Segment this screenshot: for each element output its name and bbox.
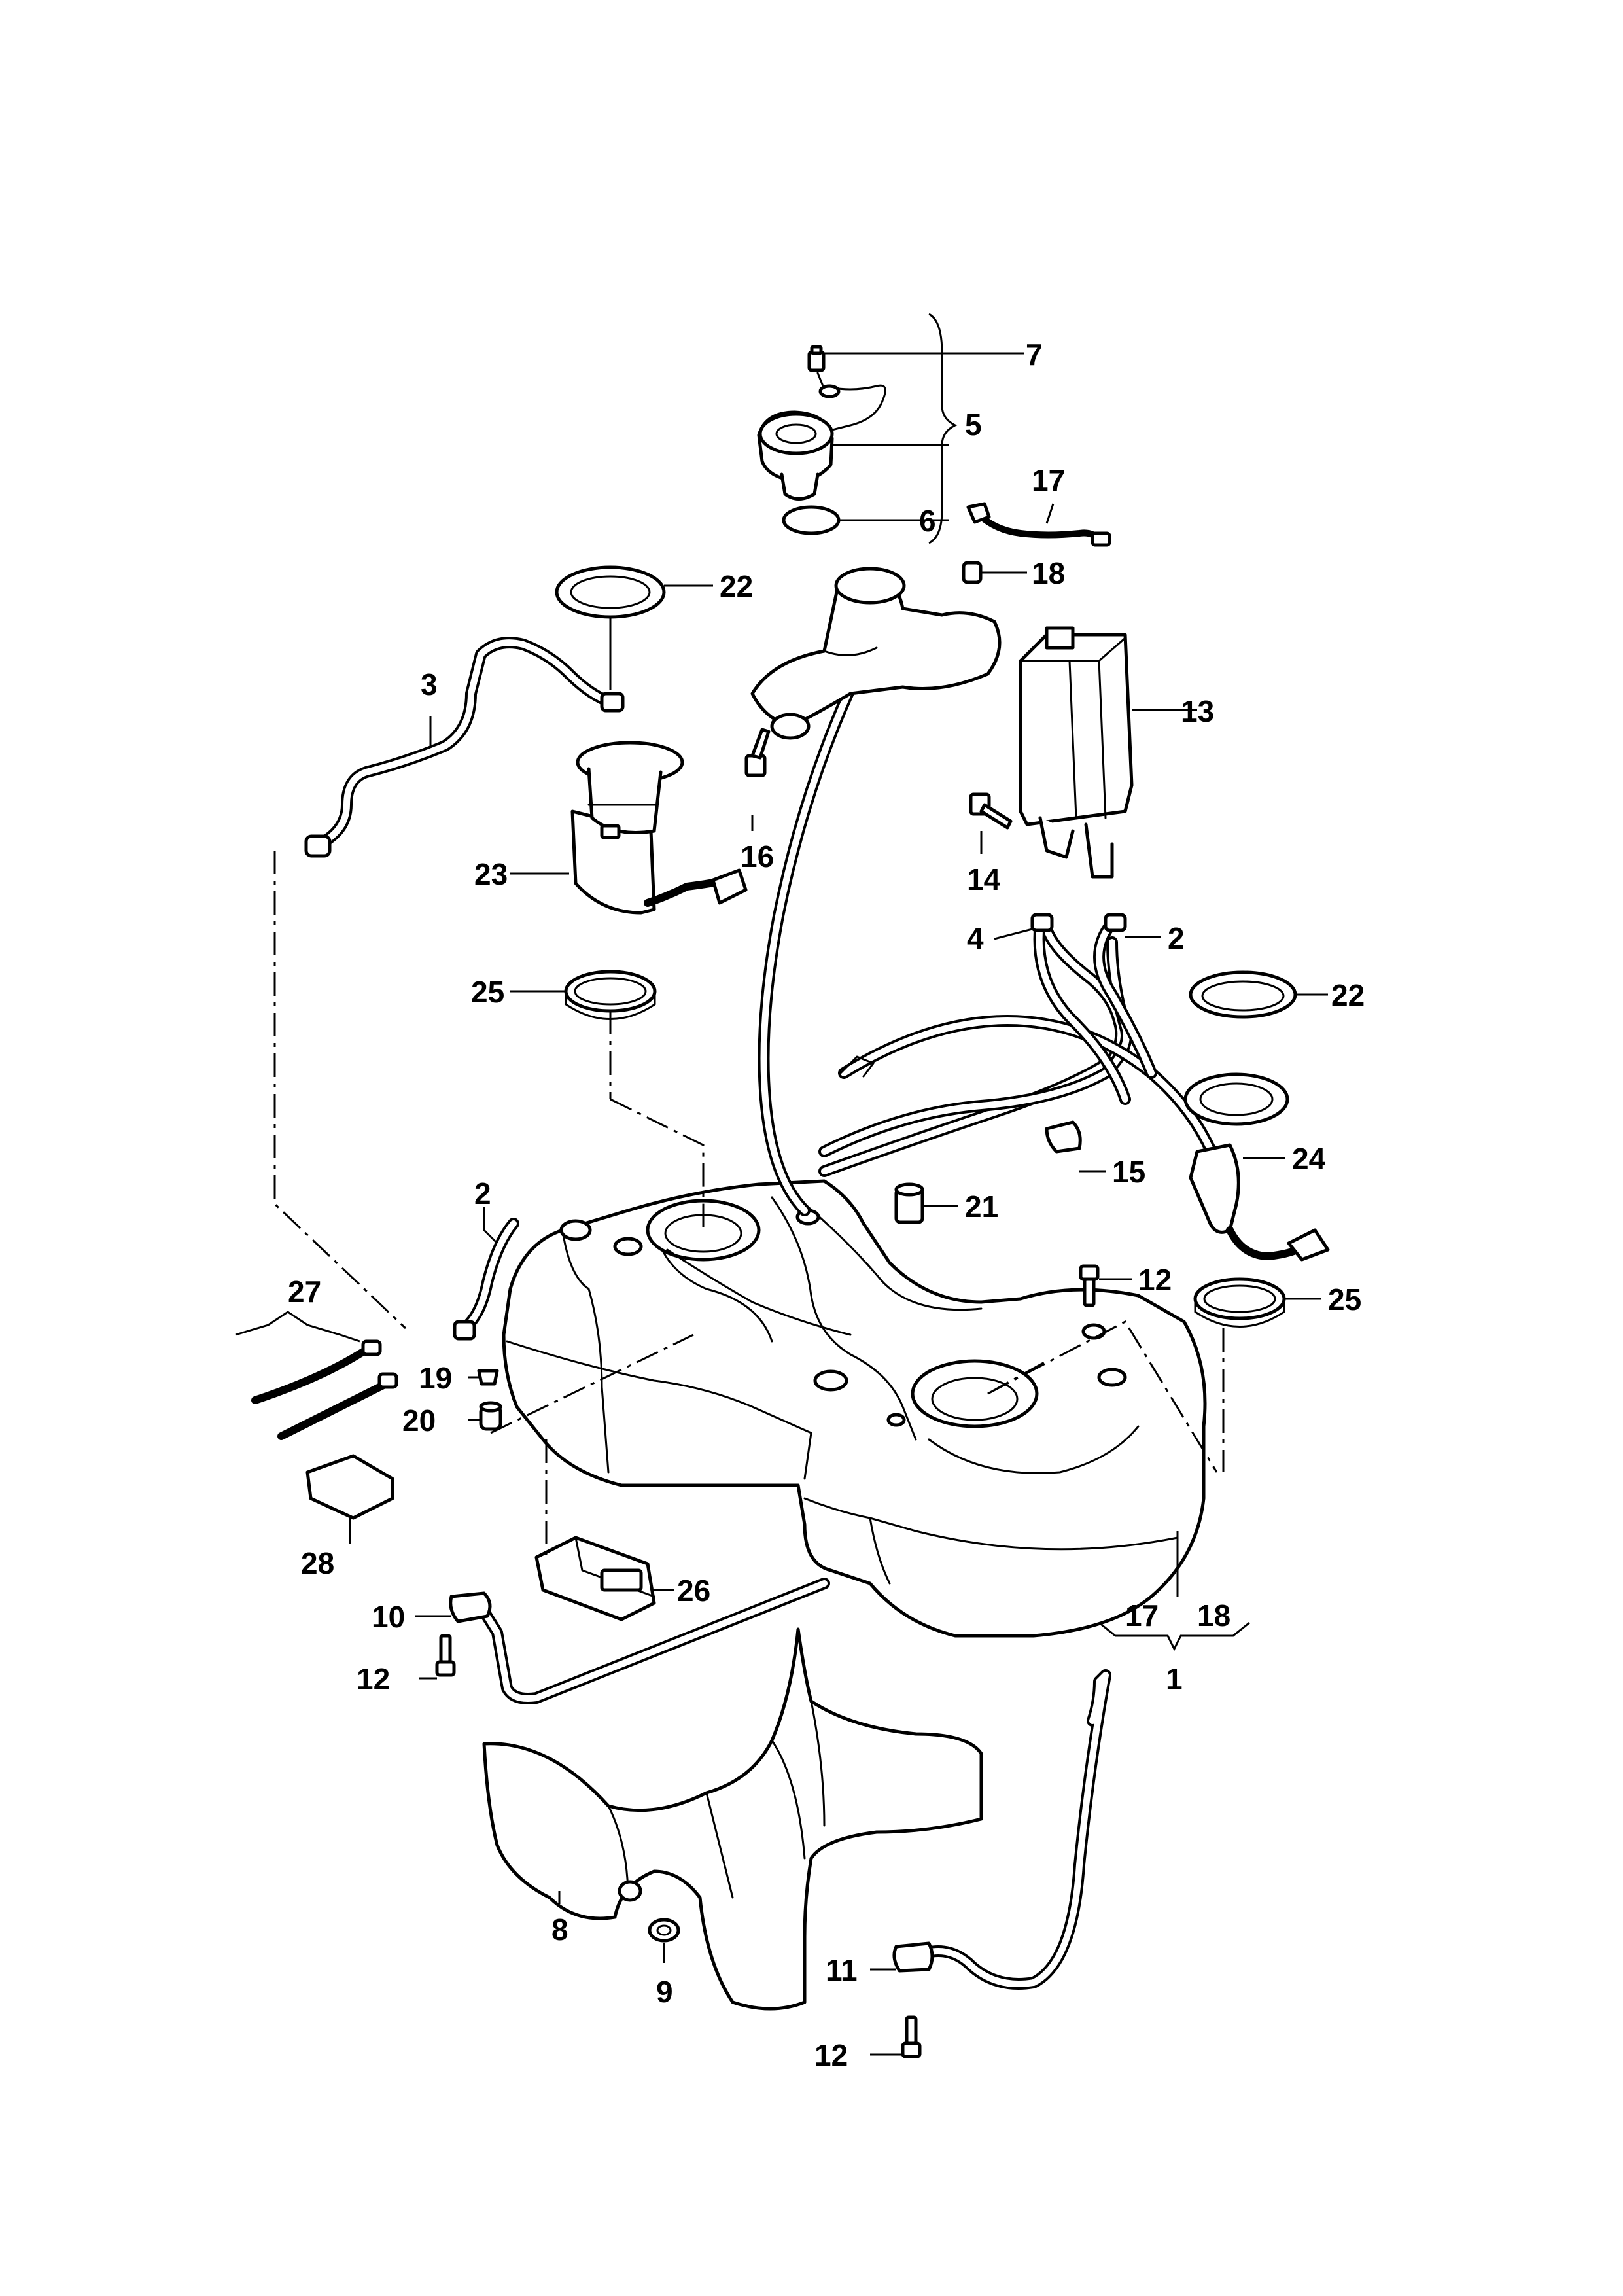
callout-12-left: 12	[357, 1662, 390, 1696]
callout-labels: 7 5 17 6 18 22 3 13 16 23 14 4 2 25 22 2…	[288, 338, 1365, 2072]
carbon-canister	[1019, 626, 1134, 879]
grommet	[962, 561, 983, 584]
fuel-cap	[757, 372, 886, 501]
leader-lines	[235, 313, 1328, 2056]
callout-26: 26	[677, 1574, 710, 1608]
callout-3: 3	[421, 667, 438, 701]
line-connector-4	[1030, 913, 1054, 932]
cap-gasket	[782, 505, 841, 535]
bolt-12-left	[435, 1634, 456, 1677]
tether-screw	[807, 345, 826, 372]
tension-strap-right	[892, 1669, 1111, 1990]
callout-16: 16	[741, 839, 774, 874]
supply-line	[304, 637, 625, 858]
callout-18: 18	[1032, 556, 1065, 590]
callout-6: 6	[919, 504, 936, 538]
filler-bolt	[744, 728, 771, 777]
callout-19: 19	[419, 1361, 452, 1395]
callout-2: 2	[1168, 921, 1185, 955]
callout-28: 28	[301, 1546, 334, 1580]
washer	[648, 1918, 680, 1943]
callout-23: 23	[474, 857, 508, 891]
ground-strap	[966, 502, 1111, 547]
cap-21	[894, 1182, 924, 1224]
callout-9: 9	[656, 1975, 673, 2009]
callout-12: 12	[1138, 1263, 1172, 1297]
callout-20: 20	[402, 1404, 436, 1438]
callout-27: 27	[288, 1275, 321, 1309]
filler-neck	[750, 567, 1002, 1216]
line-connector-2-left	[453, 1320, 476, 1341]
fuel-pump-module	[570, 741, 748, 915]
callout-12-lower: 12	[814, 2038, 848, 2072]
locking-ring-pump	[555, 565, 666, 619]
callout-8: 8	[551, 1913, 568, 1947]
callout-13: 13	[1181, 694, 1214, 728]
callout-1: 1	[1166, 1662, 1183, 1696]
locking-ring-sender	[1189, 970, 1297, 1019]
callout-15: 15	[1112, 1155, 1145, 1189]
callout-18-tank: 18	[1197, 1598, 1230, 1633]
callout-22-right: 22	[1331, 978, 1365, 1012]
callout-10: 10	[372, 1600, 405, 1634]
line-connector-2	[1104, 913, 1127, 932]
callout-25-right: 25	[1328, 1282, 1361, 1316]
assembly-lines	[273, 851, 1225, 1557]
line-clip	[1045, 1120, 1082, 1154]
callout-5: 5	[965, 408, 982, 442]
fuel-lines-27	[251, 1339, 398, 1440]
callout-11: 11	[826, 1953, 858, 1987]
canister-bolt	[969, 792, 1013, 830]
fuel-lines	[459, 917, 1223, 1334]
callout-4: 4	[967, 921, 984, 955]
line-holder-28	[305, 1454, 394, 1520]
control-module-26	[534, 1536, 656, 1621]
bolt-12-lower	[901, 2015, 922, 2058]
callout-25: 25	[471, 975, 504, 1009]
callout-22: 22	[720, 569, 753, 603]
callout-17: 17	[1032, 463, 1065, 497]
callout-24: 24	[1292, 1142, 1326, 1176]
bolt-12-upper	[1079, 1264, 1100, 1307]
grommet-20	[479, 1401, 502, 1431]
seal-ring-sender	[1193, 1277, 1286, 1328]
tension-strap-left	[449, 1578, 830, 1704]
heat-shield	[482, 1627, 983, 2011]
callout-2-left: 2	[474, 1176, 491, 1210]
callout-7: 7	[1026, 338, 1043, 372]
callout-21: 21	[965, 1190, 998, 1224]
plug-19	[477, 1369, 499, 1386]
callout-17-tank: 17	[1125, 1598, 1159, 1633]
fuel-tank	[502, 1179, 1207, 1638]
level-sender	[1183, 1072, 1330, 1262]
callout-14: 14	[967, 862, 1001, 896]
